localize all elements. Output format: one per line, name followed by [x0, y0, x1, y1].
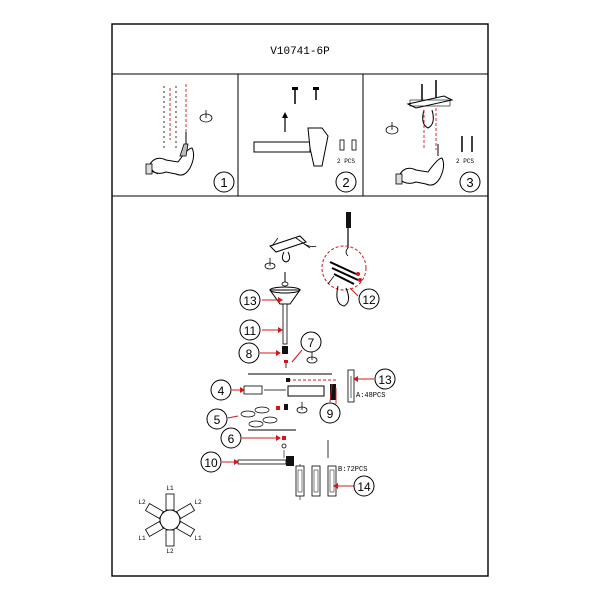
canopy — [269, 272, 301, 305]
callout-7-number: 7 — [308, 336, 315, 350]
callouts: 13 11 8 7 4 5 6 10 12 — [200, 287, 396, 497]
page-frame — [111, 23, 489, 577]
callout-13-right — [374, 368, 396, 390]
wire-label-left-1: L2 — [138, 499, 146, 506]
callout-6 — [220, 427, 242, 449]
screw-icon — [292, 87, 319, 104]
step-3-badge — [459, 171, 481, 193]
step-1-badge — [213, 171, 235, 193]
step-3-qty: 2 PCS — [456, 158, 474, 165]
callout-12 — [358, 288, 380, 310]
mounting-bracket-icon — [406, 80, 454, 150]
callout-13-left — [239, 289, 261, 311]
drill-icon — [145, 132, 195, 176]
step-2-qty: 2 PCS — [337, 158, 355, 165]
wire-label-right-2: L1 — [194, 535, 202, 542]
callout-10-number: 10 — [204, 456, 218, 470]
wire-label-bottom: L2 — [166, 548, 174, 555]
callout-4 — [210, 379, 232, 401]
crystal-a-count: A:48PCS — [356, 392, 385, 400]
anchor-icon — [282, 112, 288, 132]
chain-links — [240, 406, 278, 428]
housing — [243, 385, 263, 395]
downrod — [282, 303, 288, 345]
wire-connector-icon — [329, 261, 362, 285]
connector-zoom — [321, 245, 367, 291]
crystal-sticks — [295, 465, 337, 497]
callout-11 — [239, 319, 261, 341]
step-2-badge — [335, 171, 357, 193]
hammer-icon — [253, 127, 329, 167]
plug-icon — [339, 139, 357, 151]
callout-13-left-number: 13 — [243, 294, 257, 308]
step-1-panel: 1 — [145, 84, 235, 193]
callout-14-number: 14 — [357, 480, 371, 494]
step-3-panel: 2 PCS 3 — [385, 80, 481, 193]
screwdriver-icon — [345, 212, 351, 257]
assembly-diagram — [237, 212, 367, 500]
wire-label-top: L1 — [166, 485, 174, 492]
callout-8 — [238, 342, 260, 364]
callout-12-number: 12 — [362, 293, 376, 307]
callout-9-number: 9 — [327, 407, 334, 421]
light-arm — [237, 459, 287, 465]
callout-13-right-number: 13 — [378, 373, 392, 387]
step-2-panel: 2 PCS 2 — [253, 87, 357, 193]
ceiling-bracket — [269, 235, 317, 263]
callout-14 — [353, 475, 375, 497]
wire-label-left-2: L1 — [138, 535, 146, 542]
callout-6-number: 6 — [228, 432, 235, 446]
callout-7 — [300, 331, 322, 353]
step-3-screws-icon — [461, 136, 473, 152]
callout-11-number: 11 — [244, 324, 257, 338]
callout-10 — [200, 451, 222, 473]
wiring-diagram: L1 L2 L2 L1 L2 L1 — [138, 485, 202, 555]
callout-4-number: 4 — [218, 384, 225, 398]
callout-9 — [319, 402, 341, 424]
callout-5 — [206, 408, 228, 430]
crystal-b-count: B:72PCS — [338, 466, 367, 474]
drill-icon-2 — [395, 144, 445, 186]
step-3-number: 3 — [466, 175, 473, 190]
step-2-number: 2 — [342, 175, 349, 190]
model-title: V10741-6P — [270, 46, 330, 58]
step-1-number: 1 — [220, 175, 227, 190]
callout-8-number: 8 — [246, 347, 253, 361]
wire-label-right-1: L2 — [194, 499, 202, 506]
callout-5-number: 5 — [214, 413, 221, 427]
